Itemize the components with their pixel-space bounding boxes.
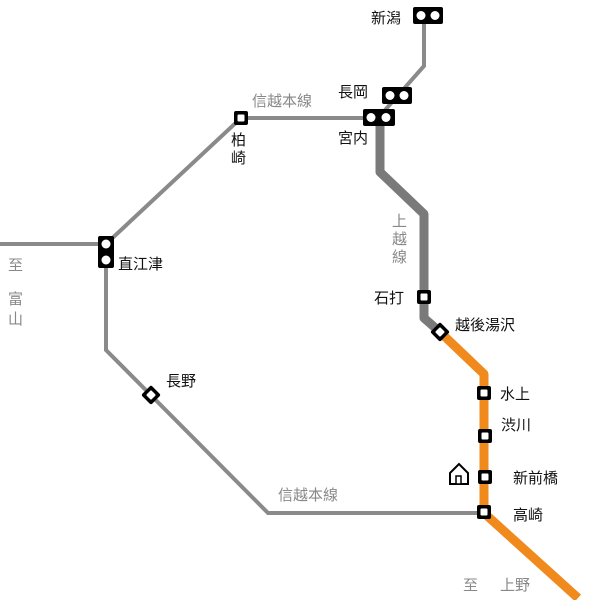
shinetsu-line-north-label: 信越本線	[252, 92, 312, 110]
kashiwazaki-label-2: 崎	[231, 149, 246, 167]
joetsu-label-1: 上	[392, 212, 407, 230]
nagaoka-station-dot-b	[399, 91, 409, 100]
shinmaebashi-label: 新前橋	[513, 469, 558, 487]
to-ueno-prefix-label: 至	[463, 576, 478, 594]
miyauchi-station-dot-a	[366, 113, 376, 122]
minakami-label: 水上	[500, 385, 530, 403]
joetsu-label-3: 線	[392, 248, 407, 266]
niigata-station-dot-b	[430, 11, 440, 20]
nagaoka-station-dot-a	[385, 91, 395, 100]
miyauchi-label: 宮内	[338, 129, 368, 147]
nagano-label: 長野	[166, 372, 196, 390]
takasaki-label: 高崎	[513, 506, 543, 524]
to-toyama-label-2: 富	[8, 290, 23, 308]
to-ueno-label: 上野	[500, 576, 530, 594]
niigata-label: 新潟	[371, 9, 401, 27]
naoetsu-station-dot-a	[101, 239, 111, 249]
to-toyama-label-1: 至	[8, 256, 23, 274]
ishiuchi-label: 石打	[374, 289, 404, 307]
miyauchi-station-dot-b	[381, 113, 391, 122]
to-toyama-label-3: 山	[8, 310, 23, 328]
line-joetsu	[375, 118, 443, 336]
house-icon	[449, 462, 469, 485]
shinetsu-line-south-label: 信越本線	[278, 486, 338, 504]
shibukawa-label: 渋川	[501, 416, 531, 434]
nagaoka-label: 長岡	[338, 83, 368, 101]
line-orange	[436, 328, 582, 600]
echigo-yuzawa-label: 越後湯沢	[455, 316, 515, 334]
line-shinetsu-south	[104, 244, 484, 515]
niigata-station-dot-a	[416, 11, 426, 20]
naoetsu-station-dot-b	[101, 255, 111, 265]
naoetsu-label: 直江津	[118, 255, 163, 273]
kashiwazaki-label-1: 柏	[231, 131, 246, 149]
joetsu-label-2: 越	[392, 230, 407, 248]
